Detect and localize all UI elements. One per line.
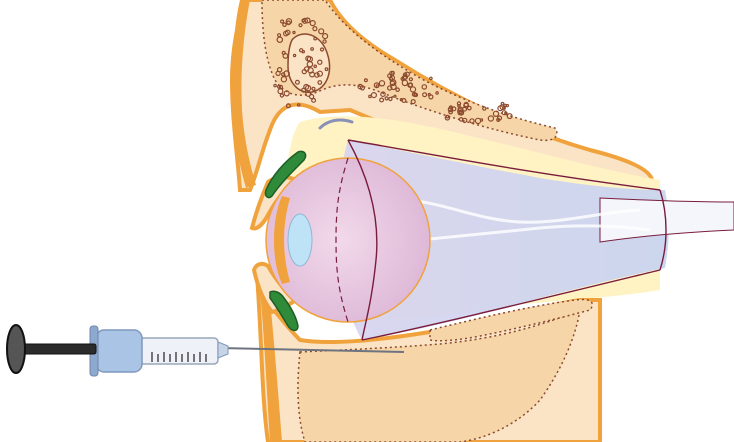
needle-hub bbox=[218, 342, 228, 358]
plunger-rod bbox=[20, 344, 96, 354]
plunger-thumb bbox=[7, 325, 25, 373]
syringe-hub bbox=[96, 330, 142, 372]
lens bbox=[288, 214, 312, 266]
